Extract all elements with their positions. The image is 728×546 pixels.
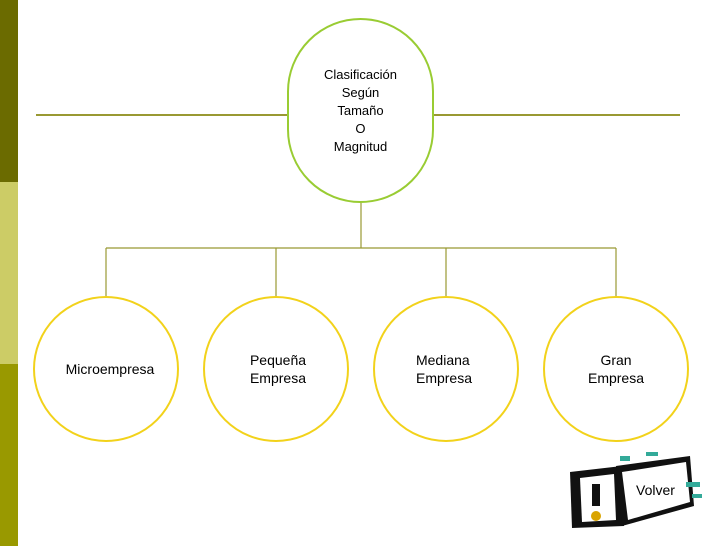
node-gran-empresa-label: Gran Empresa bbox=[587, 352, 645, 386]
node-mediana-empresa[interactable]: Mediana Empresa bbox=[373, 296, 519, 442]
sidebar-strip-middle bbox=[0, 182, 18, 364]
node-microempresa-label: Microempresa bbox=[65, 361, 155, 377]
node-mediana-empresa-label: Mediana Empresa bbox=[415, 352, 473, 386]
back-button-label[interactable]: Volver bbox=[636, 482, 675, 498]
back-door-icon[interactable] bbox=[566, 450, 710, 530]
node-pequena-empresa[interactable]: Pequeña Empresa bbox=[203, 296, 349, 442]
sidebar-strip-bottom bbox=[0, 364, 18, 546]
root-node-label: Clasificación Según Tamaño O Magnitud bbox=[324, 66, 397, 154]
sidebar-strip-top bbox=[0, 0, 18, 182]
node-gran-empresa[interactable]: Gran Empresa bbox=[543, 296, 689, 442]
node-microempresa[interactable]: Microempresa bbox=[33, 296, 179, 442]
node-pequena-empresa-label: Pequeña Empresa bbox=[249, 352, 307, 386]
root-node: Clasificación Según Tamaño O Magnitud bbox=[287, 18, 434, 203]
